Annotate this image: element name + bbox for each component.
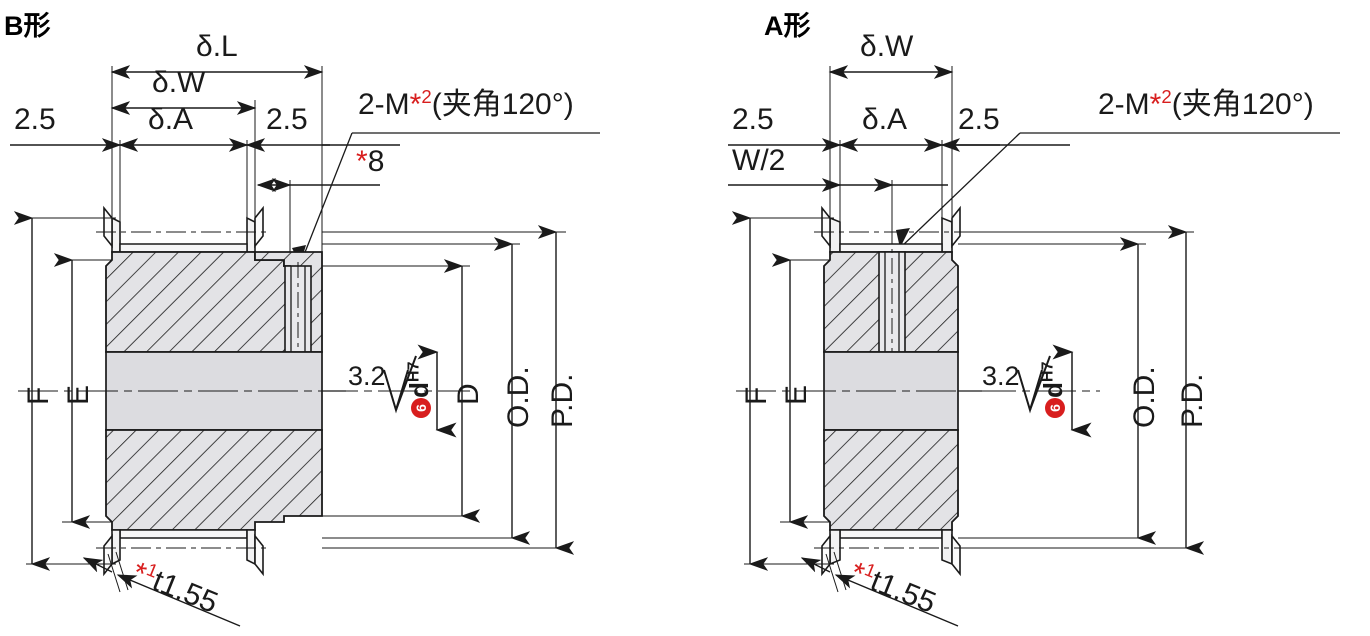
dim-OD-label: O.D. [502, 366, 535, 428]
dim-thread-depth-label: *8 [356, 145, 385, 178]
dim-clearance-left-label: 2.5 [14, 103, 56, 136]
b-type-geometry [10, 65, 600, 627]
dim-D-label: D [452, 383, 485, 405]
view-a-type: A形 δ.W δ.A 2.5 2.5 W/2 2-M*2(夹角120°) F E… [700, 0, 1370, 636]
view-b-type: B形 δ.L δ.W δ.A 2.5 2.5 *8 2-M*2(夹角120°) … [4, 11, 600, 627]
view-title-b: B形 [4, 11, 51, 41]
note-tapped-hole-a: 2-M*2(夹角120°) [1098, 86, 1314, 121]
dim-E-label-a: E [780, 384, 813, 405]
view-title-a: A形 [764, 11, 811, 41]
asterisk-icon: * [1149, 88, 1162, 121]
dim-OD-label-a: O.D. [1128, 366, 1161, 428]
note-tapped-hole: 2-M*2(夹角120°) [358, 86, 574, 121]
dim-PD-label: P.D. [546, 373, 579, 428]
asterisk-icon: * [409, 88, 422, 121]
dim-delta-W-label-a: δ.W [860, 30, 914, 63]
asterisk-icon: * [356, 145, 368, 178]
dim-delta-L-label: δ.L [196, 30, 238, 63]
note-surface-roughness: 3.2 [348, 361, 386, 391]
note-bore-tolerance-a: 6dH7 [1038, 362, 1069, 418]
red-circle-six-icon: 6 [411, 398, 432, 418]
red-circle-six-icon: 6 [1045, 398, 1066, 418]
dim-E-label: E [62, 384, 95, 405]
note-bore-tolerance: 6dH7 [404, 362, 435, 418]
dim-F-label: F [22, 386, 55, 405]
dim-delta-A-label: δ.A [148, 103, 194, 136]
dim-clearance-right-label: 2.5 [266, 103, 308, 136]
dim-delta-W-label: δ.W [152, 66, 206, 99]
dim-clearance-left-label-a: 2.5 [732, 103, 774, 136]
dim-clearance-right-label-a: 2.5 [958, 103, 1000, 136]
note-surface-roughness-a: 3.2 [982, 361, 1020, 391]
dim-half-width-label: W/2 [732, 144, 786, 177]
dim-PD-label-a: P.D. [1176, 373, 1209, 428]
dim-F-label-a: F [740, 386, 773, 405]
a-type-geometry [728, 65, 1340, 627]
dim-delta-A-label-a: δ.A [862, 103, 908, 136]
